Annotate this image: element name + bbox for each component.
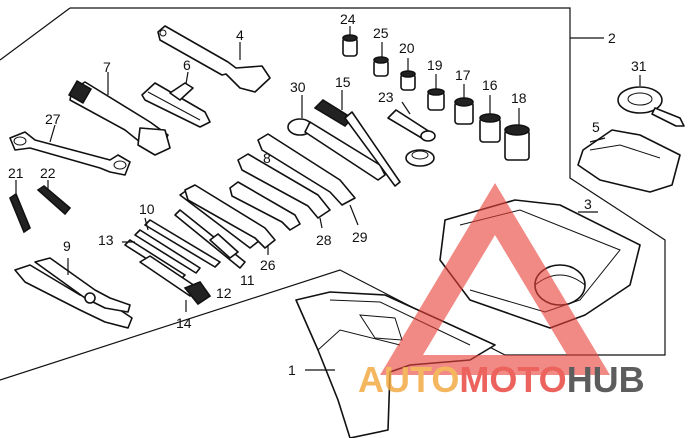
callout-12: 12 [216,285,232,301]
callout-4: 4 [236,27,244,43]
callout-15: 15 [335,74,351,90]
socket-16-part [479,95,501,143]
callout-31: 31 [631,58,647,74]
callout-25: 25 [373,25,389,41]
wrench-8-part [184,184,276,249]
callout-3: 3 [584,196,592,212]
wrench-30-part [287,95,386,181]
strap-part [617,75,685,127]
wrench-28-part [237,153,331,229]
callout-27: 27 [45,111,61,127]
socket-25-part [373,42,389,77]
callout-9: 9 [63,238,71,254]
callout-17: 17 [455,67,471,83]
callout-11: 11 [240,272,255,288]
adjustable-wrench-part [157,25,271,93]
callout-30: 30 [290,79,306,95]
callout-18: 18 [511,90,527,106]
spark-plug-wrench-part [67,72,171,156]
socket-24-part [342,26,358,57]
callout-23: 23 [378,89,394,105]
callout-6: 6 [183,57,191,73]
callout-7: 7 [103,59,111,75]
pouch-part [577,129,681,193]
screwdriver-part [174,209,246,269]
callout-1: 1 [288,362,296,378]
socket-17-part [454,84,474,125]
callout-22: 22 [40,165,56,181]
watermark-part2: MOTO [459,359,566,400]
callout-labels: 1 2 3 4 5 6 7 8 9 10 11 12 13 14 15 16 1… [8,11,647,378]
socket-19-part [427,74,445,111]
watermark-part1: AUTO [358,359,459,400]
callout-24: 24 [340,11,356,27]
watermark-triangle-icon [380,183,610,375]
callout-8: 8 [263,150,271,166]
pliers-part [14,257,133,329]
watermark: AUTOMOTOHUB [358,183,645,400]
svg-text:AUTOMOTOHUB: AUTOMOTOHUB [358,359,645,400]
watermark-part3: HUB [567,359,645,400]
callout-2: 2 [608,30,616,46]
wrench-29-part [257,133,359,226]
feeler-tool-part [141,71,211,128]
callout-19: 19 [427,57,443,73]
callout-26: 26 [260,257,276,273]
callout-28: 28 [316,232,332,248]
callout-20: 20 [399,40,415,56]
pin-21-part [9,180,31,234]
screwdriver-15-part [313,90,401,187]
callout-29: 29 [352,229,368,245]
callout-16: 16 [482,77,498,93]
callout-21: 21 [8,165,24,181]
socket-handle-part [405,149,435,167]
socket-extension-part [387,101,436,142]
screwdriver-handle-part [139,255,212,312]
callout-14: 14 [176,315,192,331]
box-wrench-part [9,124,131,176]
callout-10: 10 [139,201,155,217]
pin-22-part [36,180,72,216]
callout-5: 5 [592,119,600,135]
callout-13: 13 [98,232,114,248]
kit-boundary-frame [0,7,666,381]
socket-20-part [400,58,416,91]
socket-18-part [504,108,530,161]
